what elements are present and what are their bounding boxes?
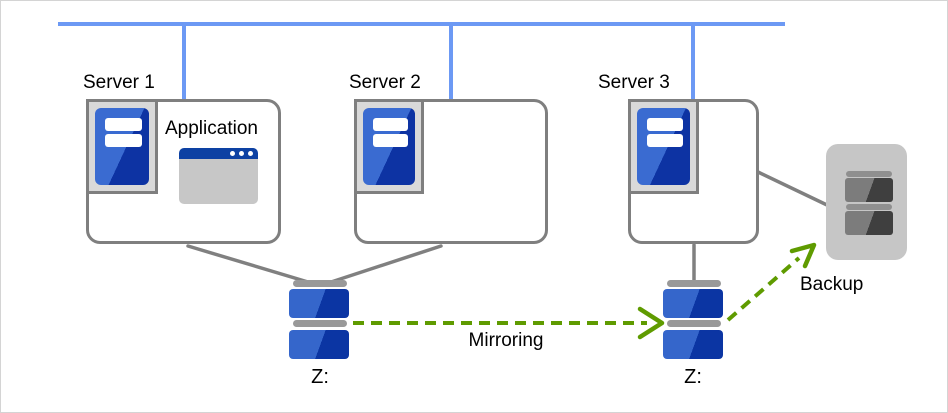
disk-platter <box>289 330 349 359</box>
server3-backup-connector <box>756 170 829 207</box>
disk-platter <box>845 211 893 235</box>
disk-platter <box>663 289 723 318</box>
disk-cap <box>846 171 892 177</box>
mirrored-disk-left-icon <box>289 280 349 369</box>
backup-disk-stack-icon <box>845 171 893 235</box>
tower-slot-bar <box>105 134 142 147</box>
mirroring-arrowhead <box>637 306 665 340</box>
mirroring-arrow <box>353 306 665 340</box>
drive-letter-left-label: Z: <box>311 366 329 388</box>
server1-tower-icon <box>95 108 149 185</box>
server2-tower-icon <box>363 108 415 185</box>
backup-arrowhead <box>789 242 817 269</box>
server3-panel <box>628 99 699 194</box>
window-dot-icon <box>230 151 235 156</box>
server1-panel <box>86 99 158 194</box>
server3-label: Server 3 <box>598 72 670 93</box>
backup-device-icon <box>826 144 907 260</box>
tower-slot-bar <box>647 118 683 131</box>
disk-platter <box>663 330 723 359</box>
backup-arrow <box>726 242 817 322</box>
window-dot-icon <box>239 151 244 156</box>
window-body <box>179 159 258 204</box>
window-dot-icon <box>248 151 253 156</box>
disk-cap <box>293 320 347 327</box>
disk-platter <box>289 289 349 318</box>
disk-platter <box>845 178 893 202</box>
backup-label: Backup <box>800 274 864 295</box>
disk-cap <box>846 204 892 210</box>
tower-slot-bar <box>647 134 683 147</box>
server3-tower-icon <box>637 108 690 185</box>
server1-label: Server 1 <box>83 72 155 93</box>
disk-cap <box>293 280 347 287</box>
tower-slot-bar <box>373 134 408 147</box>
backup-arrow-shaft <box>726 256 801 322</box>
tower-slot-bar <box>373 118 408 131</box>
application-window-icon <box>179 148 258 204</box>
tower-slot-bar <box>105 118 142 131</box>
server2-disk-connector <box>320 244 443 287</box>
mirroring-label: Mirroring <box>468 330 544 351</box>
server2-panel <box>354 99 424 194</box>
disk-cap <box>667 320 721 327</box>
server2-label: Server 2 <box>349 72 421 93</box>
drive-letter-right-label: Z: <box>684 366 702 388</box>
window-titlebar <box>179 148 258 159</box>
server1-disk-connector <box>186 244 320 287</box>
disk-cap <box>667 280 721 287</box>
mirrored-disk-right-icon <box>663 280 723 369</box>
application-label: Application <box>165 118 258 139</box>
